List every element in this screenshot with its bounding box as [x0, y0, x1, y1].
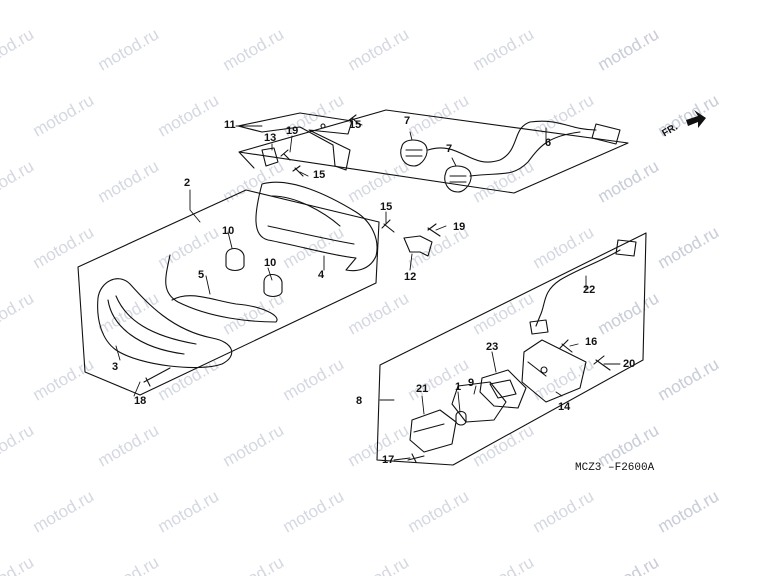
socket-part-7-a: [400, 139, 428, 167]
callout-23: 23: [486, 341, 499, 353]
screw-part-15-lower: [381, 219, 395, 233]
callout-15: 15: [349, 119, 362, 131]
callout-9: 9: [468, 377, 475, 389]
screw-part-18: [143, 367, 171, 387]
screw-part-19-top: [280, 149, 291, 161]
callout-3: 3: [112, 361, 119, 373]
callout-15: 15: [313, 169, 326, 181]
connector-part-22: [615, 239, 637, 257]
callout-6: 6: [545, 137, 552, 149]
callout-5: 5: [198, 269, 205, 281]
callout-1: 1: [455, 381, 462, 393]
clip-part-13: [261, 147, 279, 167]
callout-4: 4: [318, 269, 325, 281]
case-part-14: [521, 339, 587, 403]
body-part-4: [255, 181, 378, 272]
callout-12: 12: [404, 271, 417, 283]
callout-7: 7: [404, 115, 411, 127]
callout-19: 19: [453, 221, 466, 233]
group-box-lower: [376, 232, 647, 466]
callout-2: 2: [184, 177, 191, 189]
bracket-hole: [320, 123, 326, 129]
case-hole: [540, 366, 548, 374]
lens-part-21: [409, 409, 457, 453]
callout-22: 22: [583, 284, 596, 296]
screw-part-19-lower: [427, 223, 441, 237]
socket-part-22: [529, 319, 549, 335]
group-box-left: [77, 189, 380, 396]
callout-8: 8: [356, 395, 363, 407]
bulb-part-10-b: [263, 273, 283, 298]
callout-20: 20: [623, 358, 636, 370]
screw-part-16: [559, 339, 573, 353]
callout-10: 10: [264, 257, 277, 269]
callout-18: 18: [134, 395, 147, 407]
lens-part-3: [97, 278, 233, 369]
leader-lines: [115, 121, 621, 461]
harness-part-6: [427, 120, 597, 177]
screw-part-17: [407, 453, 425, 463]
callout-10: 10: [222, 225, 235, 237]
cord-part-22: [535, 249, 621, 327]
screw-part-15-mid: [292, 165, 304, 177]
callout-15: 15: [380, 201, 393, 213]
callout-21: 21: [416, 383, 429, 395]
callout-14: 14: [558, 401, 571, 413]
callout-17: 17: [382, 454, 395, 466]
callout-11: 11: [224, 119, 236, 131]
wire-part-5: [165, 254, 278, 323]
diagram-code: MCZ3 –F2600A: [575, 462, 655, 474]
holder-part-9: [451, 381, 507, 423]
direction-arrow: [686, 110, 706, 128]
bulb-part-10-a: [225, 247, 245, 272]
gasket-part-23: [479, 369, 527, 409]
stay-part-12: [403, 235, 433, 257]
screw-part-20: [593, 355, 611, 371]
socket-part-7-b: [444, 165, 472, 193]
callout-19: 19: [286, 125, 299, 137]
bulb-part-1: [455, 410, 467, 426]
connector-part-6: [591, 123, 621, 145]
callout-7: 7: [446, 143, 453, 155]
group-box-upper: [238, 109, 629, 194]
callout-16: 16: [585, 336, 598, 348]
callout-13: 13: [264, 132, 277, 144]
bracket-part-11: [237, 112, 353, 171]
